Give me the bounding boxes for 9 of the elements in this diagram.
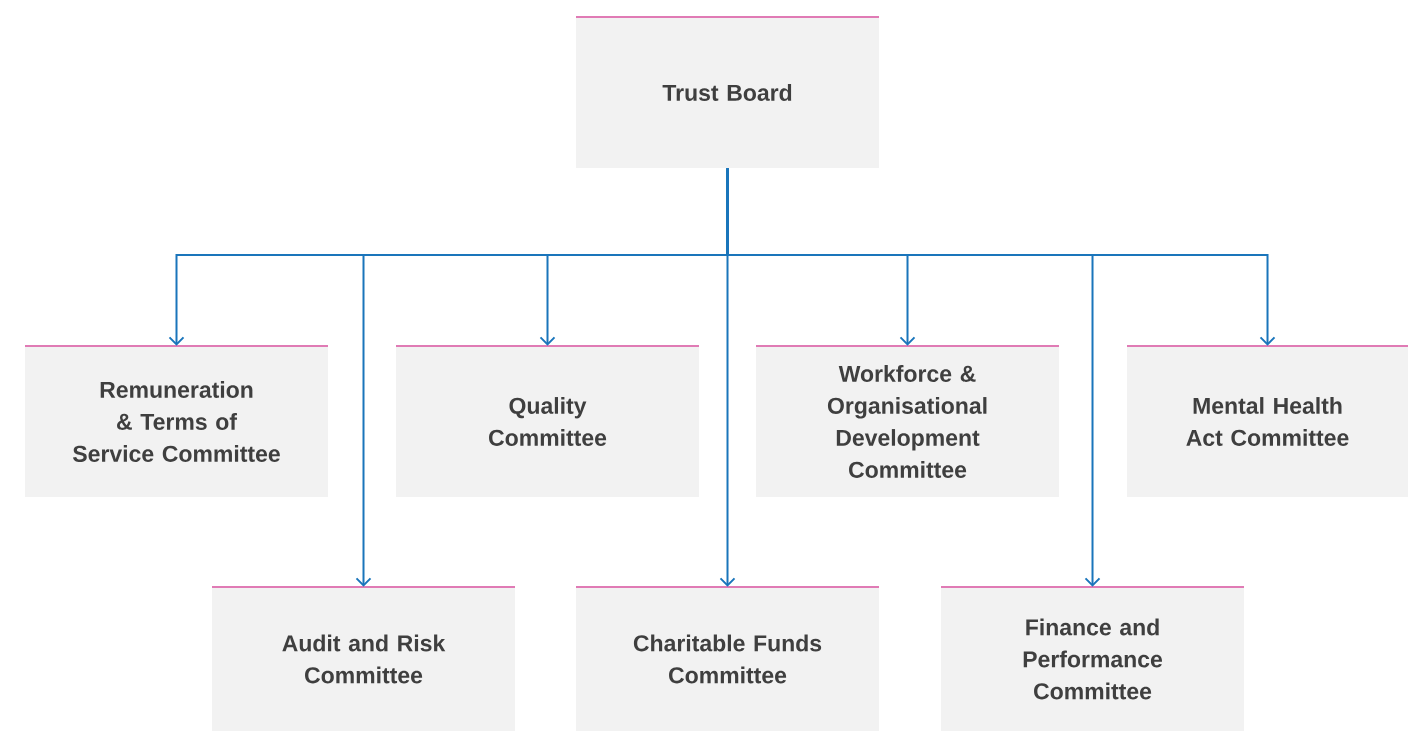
committee-box: Finance and Performance Committee <box>940 586 1245 731</box>
board-box: Trust Board <box>575 16 880 168</box>
committee-box: Charitable Funds Committee <box>575 586 880 731</box>
committee-box: Mental Health Act Committee <box>1126 345 1408 497</box>
committee-box: Audit and Risk Committee <box>211 586 516 731</box>
committee-box: Quality Committee <box>395 345 700 497</box>
committee-box: Workforce & Organisational Development Committee <box>755 345 1060 497</box>
arrow <box>726 167 1276 346</box>
committee-box: Remuneration & Terms of Service Committee <box>24 345 329 497</box>
